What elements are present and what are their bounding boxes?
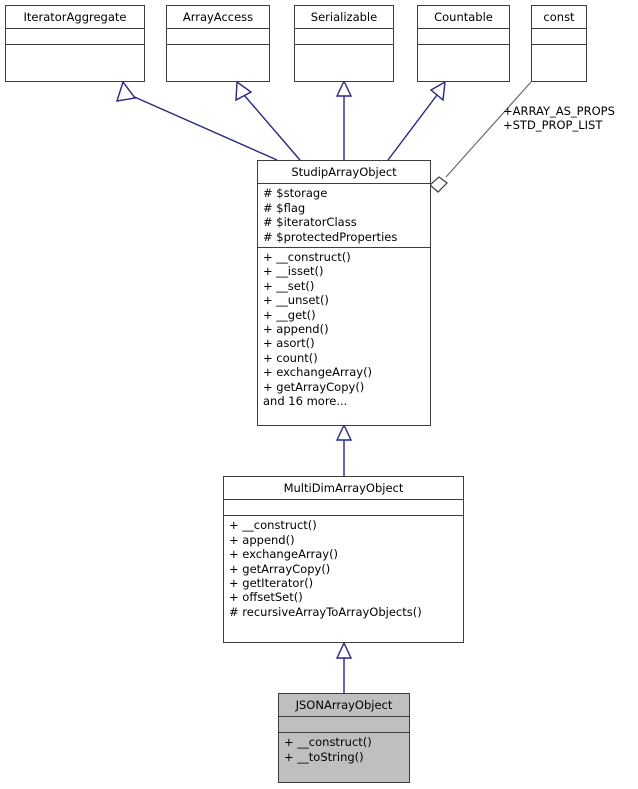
class-box-serializable[interactable]: Serializable — [294, 5, 394, 82]
class-separator — [295, 28, 393, 30]
class-attribute-row: # $iteratorClass — [263, 215, 357, 230]
class-separator — [418, 28, 509, 30]
class-separator — [167, 28, 269, 30]
class-attributes-iteratoraggregate — [6, 29, 144, 44]
class-box-countable[interactable]: Countable — [417, 5, 510, 82]
class-title-jsonarrayobject: JSONArrayObject — [295, 698, 393, 712]
class-title-iteratoraggregate: IteratorAggregate — [23, 10, 127, 24]
association-edge-const — [429, 81, 532, 193]
class-separator — [532, 44, 586, 46]
class-method-row: + count() — [263, 350, 318, 365]
class-methods-countable — [418, 45, 509, 60]
class-separator — [6, 44, 144, 46]
class-method-row: + __isset() — [263, 264, 324, 279]
class-separator — [279, 716, 409, 718]
class-separator — [258, 247, 430, 249]
class-methods-serializable — [295, 45, 393, 60]
class-separator — [224, 515, 463, 517]
class-attribute-row: # $protectedProperties — [263, 229, 398, 244]
class-separator — [295, 44, 393, 46]
class-title-countable: Countable — [434, 10, 493, 24]
class-attributes-studiparrayobject: # $storage # $flag # $iteratorClass # $p… — [258, 184, 430, 247]
class-separator — [167, 44, 269, 46]
class-method-row: + __construct() — [284, 735, 372, 750]
class-attributes-const — [532, 29, 586, 44]
class-separator — [224, 499, 463, 501]
class-method-row: + append() — [229, 532, 295, 547]
class-separator — [279, 732, 409, 734]
class-title-const: const — [543, 10, 575, 24]
class-method-row: + __construct() — [263, 250, 351, 265]
class-methods-studiparrayobject: + __construct() + __isset() + __set() + … — [258, 248, 430, 411]
class-title-serializable: Serializable — [310, 10, 378, 24]
class-method-more-row: and 16 more... — [263, 394, 348, 409]
class-method-row: + asort() — [263, 336, 315, 351]
class-method-row: + append() — [263, 322, 329, 337]
class-method-row: + getIterator() — [229, 576, 314, 591]
class-methods-jsonarrayobject: + __construct() + __toString() — [279, 733, 409, 767]
class-method-row: + offsetSet() — [229, 590, 303, 605]
class-method-row: + __get() — [263, 307, 316, 322]
class-method-row: + __set() — [263, 278, 315, 293]
class-title-studiparrayobject: StudipArrayObject — [291, 165, 397, 179]
inheritance-edge-arrayaccess — [235, 80, 301, 161]
inheritance-edge-multidimarrayobject — [335, 641, 353, 693]
class-title-arrayaccess: ArrayAccess — [182, 10, 254, 24]
class-separator — [532, 28, 586, 30]
inheritance-edge-iteratoraggregate — [115, 80, 278, 161]
class-methods-multidimarrayobject: + __construct() + append() + exchangeArr… — [224, 516, 463, 622]
class-methods-const — [532, 45, 586, 60]
inheritance-edge-serializable — [335, 79, 353, 160]
association-label-array-as-props: +ARRAY_AS_PROPS — [503, 104, 615, 118]
class-method-row: + __construct() — [229, 518, 317, 533]
class-method-row: + exchangeArray() — [263, 365, 373, 380]
class-box-multidimarrayobject[interactable]: MultiDimArrayObject + __construct() + ap… — [223, 476, 464, 643]
inheritance-edge-studiparrayobject — [335, 423, 353, 476]
class-method-row: + exchangeArray() — [229, 547, 339, 562]
class-attribute-row: # $flag — [263, 200, 306, 215]
class-box-jsonarrayobject[interactable]: JSONArrayObject + __construct() + __toSt… — [278, 693, 410, 783]
class-separator — [418, 44, 509, 46]
class-box-iteratoraggregate[interactable]: IteratorAggregate — [5, 5, 145, 82]
class-method-row: # recursiveArrayToArrayObjects() — [229, 604, 422, 619]
class-attribute-row: # $storage — [263, 186, 328, 201]
class-methods-arrayaccess — [167, 45, 269, 60]
class-attributes-countable — [418, 29, 509, 44]
class-attributes-multidimarrayobject — [224, 500, 463, 515]
inheritance-edge-countable — [387, 80, 446, 161]
class-attributes-arrayaccess — [167, 29, 269, 44]
class-method-row: + getArrayCopy() — [263, 379, 365, 394]
class-separator — [258, 183, 430, 185]
class-attributes-jsonarrayobject — [279, 717, 409, 732]
class-attributes-serializable — [295, 29, 393, 44]
class-method-row: + getArrayCopy() — [229, 561, 331, 576]
class-box-const[interactable]: const — [531, 5, 587, 82]
class-method-row: + __toString() — [284, 749, 364, 764]
class-box-arrayaccess[interactable]: ArrayAccess — [166, 5, 270, 82]
class-method-row: + __unset() — [263, 293, 329, 308]
class-separator — [6, 28, 144, 30]
class-methods-iteratoraggregate — [6, 45, 144, 60]
class-title-multidimarrayobject: MultiDimArrayObject — [283, 481, 404, 495]
association-label-std-prop-list: +STD_PROP_LIST — [503, 118, 603, 132]
class-box-studiparrayobject[interactable]: StudipArrayObject # $storage # $flag # $… — [257, 160, 431, 426]
